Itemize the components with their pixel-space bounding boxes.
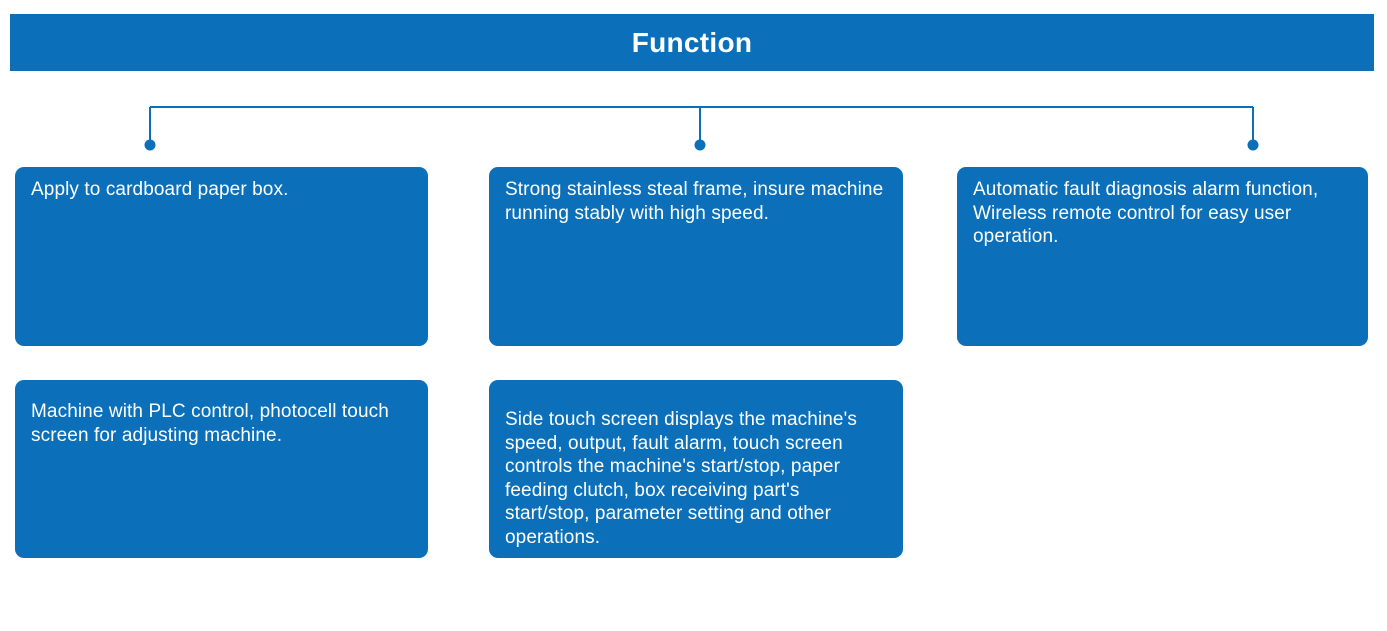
header-banner: Function xyxy=(10,14,1374,71)
connector-dot-middle xyxy=(694,139,706,151)
feature-box-plc-control: Machine with PLC control, photocell touc… xyxy=(15,380,428,558)
connector-dot-left xyxy=(144,139,156,151)
page-title: Function xyxy=(631,26,753,58)
feature-box-side-touch-screen: Side touch screen displays the machine's… xyxy=(489,380,903,558)
feature-box-apply-cardboard: Apply to cardboard paper box. xyxy=(15,167,428,346)
feature-box-fault-diagnosis: Automatic fault diagnosis alarm function… xyxy=(957,167,1368,346)
connector-lines xyxy=(144,106,1259,151)
connector-dot-right xyxy=(1247,139,1259,151)
feature-box-stainless-frame: Strong stainless steal frame, insure mac… xyxy=(489,167,903,346)
